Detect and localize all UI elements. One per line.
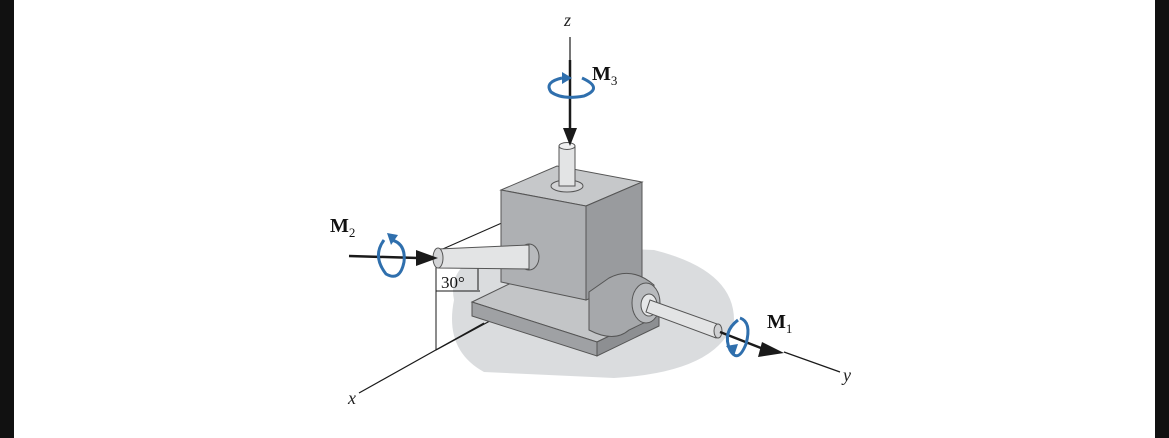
y-axis-line <box>783 351 841 373</box>
bearing-housing <box>588 272 661 337</box>
z-axis-label: z <box>563 10 571 30</box>
shaft-y <box>645 299 723 339</box>
m2-label: M2 <box>330 215 355 240</box>
housing-block <box>499 165 644 301</box>
m3-rotation-icon <box>547 76 595 99</box>
m1-rotation-icon <box>725 316 750 358</box>
coordinate-axes <box>358 37 841 394</box>
gearbox-moment-diagram: z x y M3 M2 M1 30° <box>330 10 851 408</box>
x-axis-line <box>358 322 485 394</box>
x-axis-label: x <box>347 388 356 408</box>
m3-arrow <box>547 60 595 146</box>
angle-dimension-lines <box>435 221 505 351</box>
m1-arrow <box>719 316 784 358</box>
shaft-x <box>432 243 540 271</box>
m3-label: M3 <box>592 63 617 88</box>
m1-label: M1 <box>767 311 792 336</box>
figure-panel: z x y M3 M2 M1 30° <box>14 0 1155 438</box>
m2-arrow <box>348 233 438 278</box>
angle-label: 30° <box>441 273 465 292</box>
y-axis-label: y <box>841 365 851 385</box>
m2-rotation-icon <box>377 238 406 278</box>
shaft-z <box>550 142 584 193</box>
